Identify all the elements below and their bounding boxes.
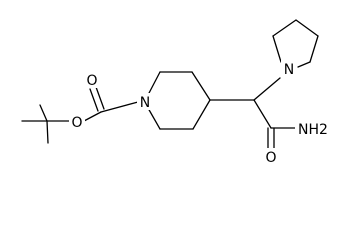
bond-ester-oxygen-to-carbonyl [83, 111, 102, 122]
bond-ring-c4-to-c5 [192, 99, 211, 130]
pyrrolidine-nitrogen-label: N [284, 62, 294, 78]
bond-tbu-methyl-top [39, 104, 48, 122]
bond-pyrrolidine-n-to-c-left [272, 35, 282, 63]
molecule-diagram: O O N N O NH2 [21, 19, 335, 166]
bond-tbu-methyl-bottom [46, 120, 49, 144]
bond-pyrrolidine-top-to-c-right [295, 19, 319, 37]
amide-oxygen-label: O [265, 150, 276, 166]
pyrrolidine-ring [272, 19, 319, 68]
carbamate-group [83, 86, 139, 122]
piperidine-ring [147, 71, 211, 130]
bond-pyrrolidine-c-left-to-top [272, 19, 297, 37]
bond-carbonyl-to-ring-n [100, 101, 139, 113]
ester-oxygen-label: O [71, 115, 82, 131]
bond-ch-to-pyrrolidine-n [253, 77, 281, 101]
carbonyl-oxygen-label: O [86, 73, 97, 89]
piperidine-nitrogen-label: N [140, 95, 150, 111]
bond-pyrrolidine-c-right-to-c [309, 35, 319, 63]
amide-nitrogen-label: NH2 [298, 122, 328, 138]
bond-carbonyl-double-b [95, 86, 105, 110]
side-chain [209, 77, 297, 149]
structure-canvas: O O N N O NH2 [21, 19, 335, 166]
bond-ring-c6-to-n [147, 107, 161, 130]
bond-carbonyl-double-a [89, 88, 99, 112]
tert-butyl-group [21, 104, 71, 144]
bond-ring-n-to-c2 [147, 71, 161, 96]
bond-ring-c3-to-c4 [191, 71, 211, 101]
atom-labels: O O N N O NH2 [69, 60, 335, 166]
bond-ch-to-amide-carbon [253, 99, 272, 129]
bond-pyrrolidine-c-to-n [297, 61, 311, 68]
